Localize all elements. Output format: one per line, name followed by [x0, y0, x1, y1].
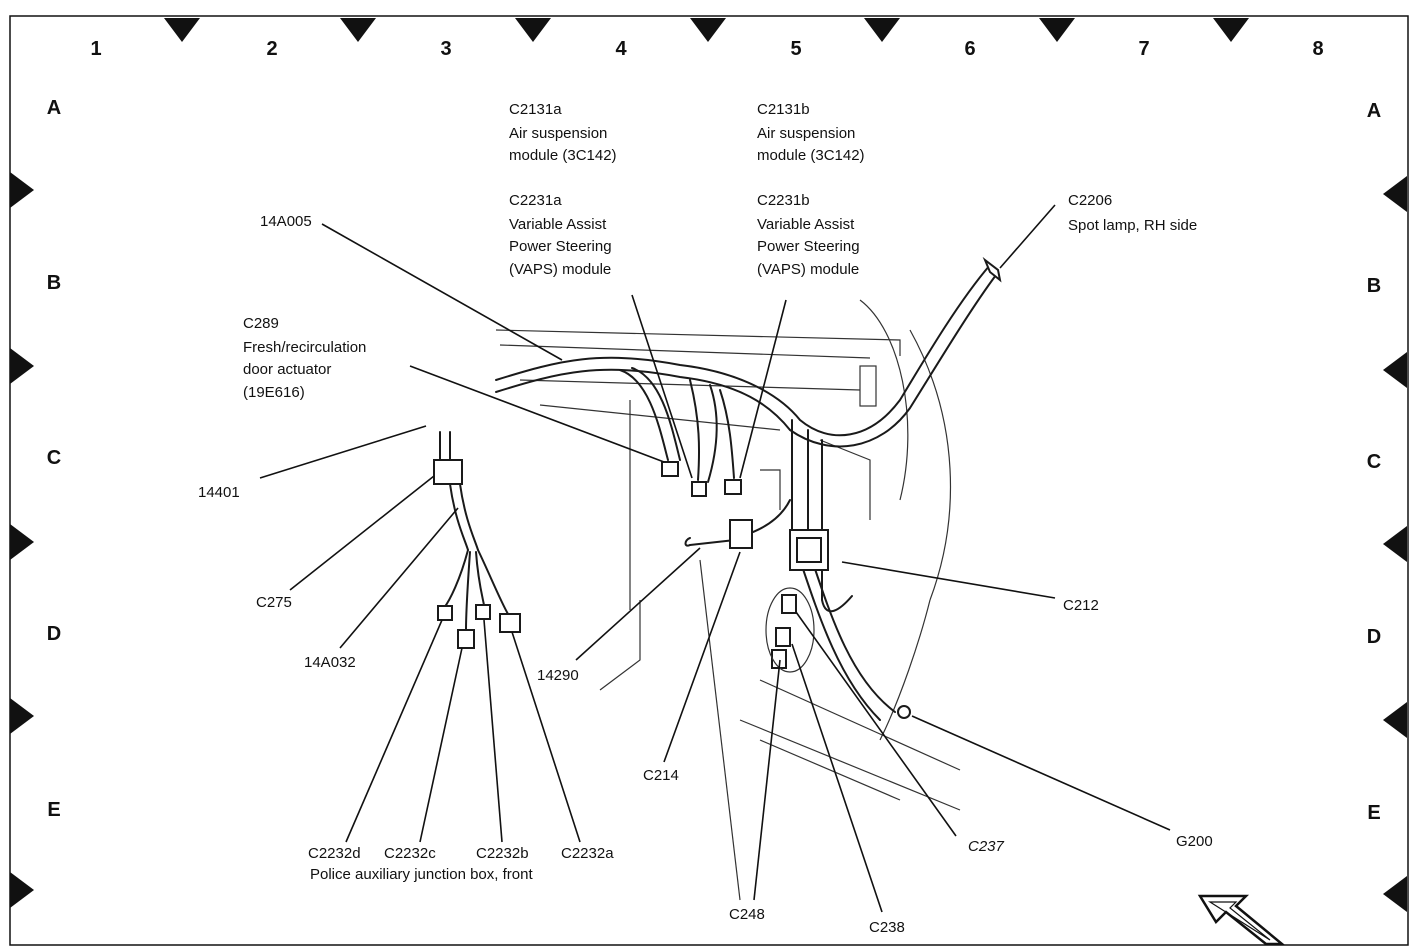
- label-c237: C237: [968, 838, 1005, 855]
- label-14a032: 14A032: [304, 654, 356, 671]
- grid-row-b-right: B: [1367, 275, 1381, 297]
- grid-col-6: 6: [964, 38, 975, 60]
- connector-c2232c: [457, 629, 475, 649]
- label-g200: G200: [1176, 833, 1213, 850]
- label-c2131b-id: C2131b: [757, 101, 810, 118]
- grid-col-1: 1: [90, 38, 101, 60]
- grid-row-c-right: C: [1367, 451, 1381, 473]
- label-c2231a-desc1: Variable Assist: [509, 216, 607, 233]
- grid-col-3: 3: [440, 38, 451, 60]
- grid-row-labels-left: A B C D E: [47, 97, 61, 821]
- label-c2131a-id: C2131a: [509, 101, 562, 118]
- grid-column-labels: 1 2 3 4 5 6 7 8: [90, 38, 1323, 60]
- label-c2131b-desc2: module (3C142): [757, 147, 865, 164]
- grid-row-d-right: D: [1367, 626, 1381, 648]
- label-c2131a-desc2: module (3C142): [509, 147, 617, 164]
- connector-c2131b: [724, 479, 742, 495]
- triangle-marker-icon: [340, 18, 376, 42]
- label-c275: C275: [256, 594, 292, 611]
- grid-col-7: 7: [1138, 38, 1149, 60]
- label-c2231a-desc2: Power Steering: [509, 238, 612, 255]
- grid-row-c-left: C: [47, 447, 61, 469]
- grid-col-4: 4: [615, 38, 627, 60]
- label-c212: C212: [1063, 597, 1099, 614]
- label-c289-desc2: door actuator: [243, 361, 331, 378]
- label-junction-box-caption: Police auxiliary junction box, front: [310, 866, 533, 883]
- connector-c2232d: [437, 605, 453, 621]
- callouts: C2131a Air suspension module (3C142) C22…: [198, 101, 1213, 936]
- grid-row-b-left: B: [47, 272, 61, 294]
- label-c2232a: C2232a: [561, 845, 614, 862]
- triangle-marker-icon: [1039, 18, 1075, 42]
- triangle-marker-icon: [10, 698, 34, 734]
- main-harness: [495, 256, 1002, 721]
- label-c2231b-desc1: Variable Assist: [757, 216, 855, 233]
- triangle-marker-icon: [1383, 526, 1407, 562]
- connector-c2131a: [691, 481, 707, 497]
- grid-col-5: 5: [790, 38, 801, 60]
- label-c2206-desc: Spot lamp, RH side: [1068, 217, 1197, 234]
- connector-c275: [433, 459, 463, 485]
- vehicle-body-outline: [495, 299, 961, 901]
- label-c2232c: C2232c: [384, 845, 436, 862]
- ground-g200: [897, 705, 911, 719]
- label-c2232d: C2232d: [308, 845, 361, 862]
- connector-c2232b: [475, 604, 491, 620]
- label-c2231a-id: C2231a: [509, 192, 562, 209]
- triangle-marker-icon: [864, 18, 900, 42]
- triangle-marker-icon: [690, 18, 726, 42]
- label-c2206-id: C2206: [1068, 192, 1112, 209]
- label-c289-id: C289: [243, 315, 279, 332]
- leader-lines: [259, 204, 1171, 913]
- grid-col-2: 2: [266, 38, 277, 60]
- diagram-frame: [9, 15, 1409, 946]
- label-c248: C248: [729, 906, 765, 923]
- connector-c289: [661, 461, 679, 477]
- triangle-marker-icon: [164, 18, 200, 42]
- triangle-marker-icon: [10, 872, 34, 908]
- label-14401: 14401: [198, 484, 240, 501]
- grid-row-d-left: D: [47, 623, 61, 645]
- label-c214: C214: [643, 767, 679, 784]
- triangle-marker-icon: [1383, 176, 1407, 212]
- connector-c2232a: [499, 613, 521, 633]
- label-c289-desc3: (19E616): [243, 384, 305, 401]
- grid-row-e-right: E: [1367, 802, 1380, 824]
- grid-row-a-left: A: [47, 97, 61, 119]
- right-border-markers: [1383, 176, 1407, 912]
- triangle-marker-icon: [1383, 352, 1407, 388]
- label-c2232b: C2232b: [476, 845, 529, 862]
- triangle-marker-icon: [1213, 18, 1249, 42]
- label-14a005: 14A005: [260, 213, 312, 230]
- grid-col-8: 8: [1312, 38, 1323, 60]
- grid-row-labels-right: A B C D E: [1367, 100, 1381, 824]
- label-c2131a-desc1: Air suspension: [509, 125, 607, 142]
- label-c2231b-id: C2231b: [757, 192, 810, 209]
- label-c2131b-desc1: Air suspension: [757, 125, 855, 142]
- label-c289-desc1: Fresh/recirculation: [243, 339, 366, 356]
- triangle-marker-icon: [10, 172, 34, 208]
- connector-c238: [775, 627, 791, 647]
- connectors: [661, 461, 911, 719]
- label-c2231b-desc2: Power Steering: [757, 238, 860, 255]
- triangle-marker-icon: [10, 348, 34, 384]
- label-c2231b-desc3: (VAPS) module: [757, 261, 859, 278]
- triangle-marker-icon: [1383, 876, 1407, 912]
- grid-row-a-right: A: [1367, 100, 1381, 122]
- connector-c237: [781, 594, 797, 614]
- connector-c214: [729, 519, 753, 549]
- label-c2231a-desc3: (VAPS) module: [509, 261, 611, 278]
- grid-row-e-left: E: [47, 799, 60, 821]
- label-c238: C238: [869, 919, 905, 936]
- label-14290: 14290: [537, 667, 579, 684]
- police-junction-harness: [433, 431, 521, 649]
- forward-arrow-icon: [1197, 894, 1286, 946]
- triangle-marker-icon: [515, 18, 551, 42]
- top-border-markers: [164, 18, 1249, 42]
- left-border-markers: [10, 172, 34, 908]
- triangle-marker-icon: [1383, 702, 1407, 738]
- triangle-marker-icon: [10, 524, 34, 560]
